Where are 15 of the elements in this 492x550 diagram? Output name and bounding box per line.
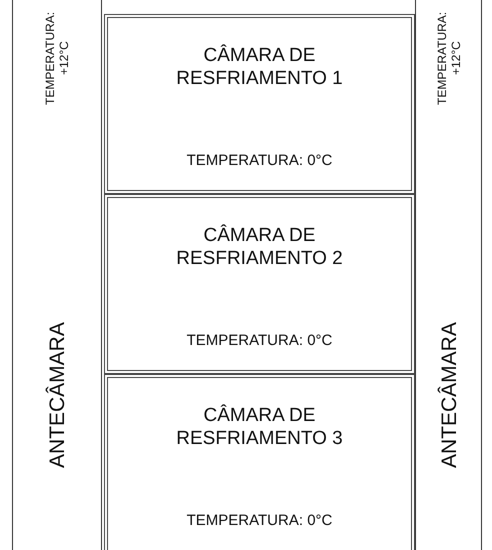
temperature-label: TEMPERATURA: +12°C [43,10,71,107]
chamber-box [104,374,415,550]
antechamber-band [12,0,102,550]
room-name: ANTECÂMARA [438,321,462,470]
chamber-box [104,194,415,374]
antechamber-band [415,0,482,550]
temperature-label: TEMPERATURA: 0°C [186,332,334,349]
temperature-label: TEMPERATURA: 0°C [186,512,334,529]
temperature-label: TEMPERATURA: +12°C [434,10,462,107]
room-name: CÂMARA DE RESFRIAMENTO 3 [175,404,344,450]
room-name: CÂMARA DE RESFRIAMENTO 2 [175,224,344,270]
room-name: CÂMARA DE RESFRIAMENTO 1 [175,44,344,90]
room-name: ANTECÂMARA [46,321,70,470]
chamber-box [104,14,415,194]
temperature-label: TEMPERATURA: 0°C [186,152,334,169]
